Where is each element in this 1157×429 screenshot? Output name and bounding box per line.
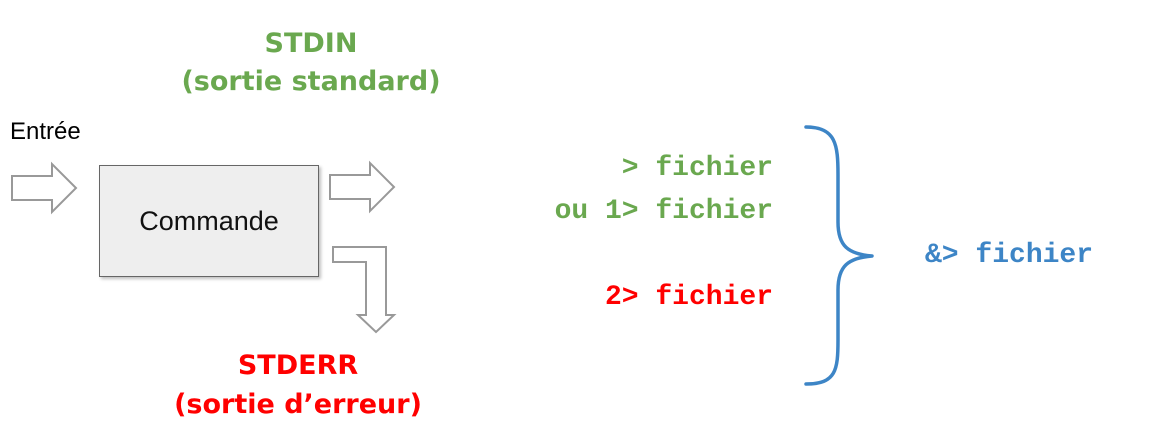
stderr-title: STDERR (237, 350, 359, 381)
stderr-subtitle: (sortie d’erreur) (174, 389, 422, 420)
input-label: Entrée (10, 118, 81, 145)
stdout-arrow-icon (329, 160, 396, 214)
redirect-stdout-short: > fichier (621, 153, 773, 184)
command-box: Commande (99, 165, 319, 277)
stderr-arrow-icon (332, 246, 397, 334)
redirect-stdout-long: ou 1> fichier (554, 196, 773, 227)
stdout-title: STDIN (264, 28, 358, 59)
redirect-stderr: 2> fichier (604, 282, 773, 313)
stdout-subtitle: (sortie standard) (181, 66, 441, 97)
command-label: Commande (139, 205, 279, 236)
redirect-both: &> fichier (925, 240, 1094, 271)
right-brace-icon (804, 125, 874, 386)
input-arrow-icon (11, 161, 78, 215)
